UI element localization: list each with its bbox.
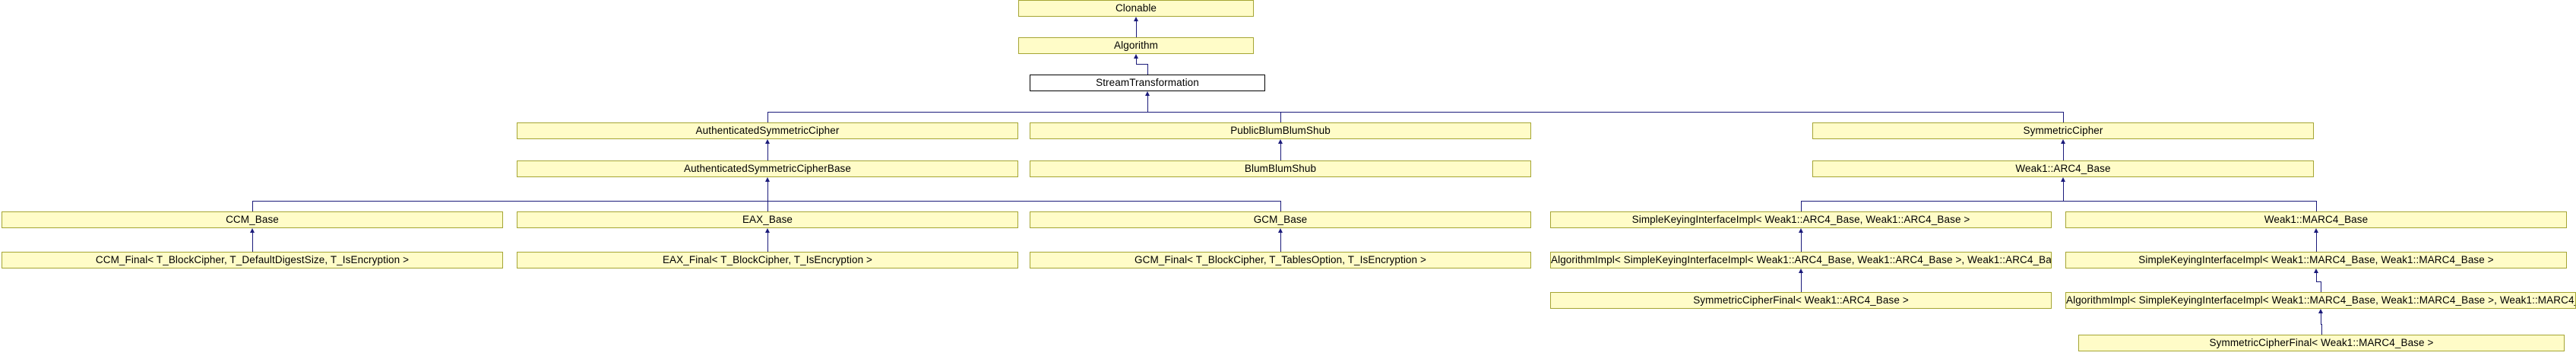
class-node-ccmfinal[interactable]: CCM_Final< T_BlockCipher, T_DefaultDiges… [2, 252, 503, 268]
inheritance-arrowhead-icon [2314, 228, 2318, 233]
inheritance-edge [767, 144, 768, 160]
class-node-symfinal_arc4[interactable]: SymmetricCipherFinal< Weak1::ARC4_Base > [1550, 292, 2052, 309]
inheritance-arrowhead-icon [1799, 228, 1803, 233]
class-node-marc4base[interactable]: Weak1::MARC4_Base [2065, 211, 2567, 228]
inheritance-edge [767, 182, 768, 201]
inheritance-arrowhead-icon [2318, 309, 2323, 313]
class-node-ccmbase[interactable]: CCM_Base [2, 211, 503, 228]
inheritance-edge [252, 233, 253, 252]
inheritance-arrowhead-icon [2061, 139, 2065, 144]
inheritance-edge [1136, 59, 1137, 64]
inheritance-arrowhead-icon [765, 139, 770, 144]
inheritance-arrowhead-icon [1278, 228, 1283, 233]
inheritance-bus [1801, 201, 2317, 202]
inheritance-bus [1136, 64, 1148, 65]
inheritance-arrowhead-icon [765, 228, 770, 233]
inheritance-edge [1280, 201, 1281, 211]
class-node-eaxbase[interactable]: EAX_Base [517, 211, 1018, 228]
inheritance-arrowhead-icon [1134, 17, 1138, 21]
inheritance-arrowhead-icon [2061, 177, 2065, 182]
inheritance-arrowhead-icon [2314, 268, 2318, 273]
inheritance-bus [767, 112, 2064, 113]
class-node-symfinal_marc4[interactable]: SymmetricCipherFinal< Weak1::MARC4_Base … [2078, 335, 2565, 351]
inheritance-arrowhead-icon [1145, 91, 1150, 96]
inheritance-edge [1136, 21, 1137, 37]
class-node-authsymcipher[interactable]: AuthenticatedSymmetricCipher [517, 122, 1018, 139]
inheritance-arrowhead-icon [1134, 54, 1138, 59]
inheritance-edge [2316, 201, 2317, 211]
class-node-authsymcipherbase[interactable]: AuthenticatedSymmetricCipherBase [517, 160, 1018, 177]
inheritance-edge [767, 233, 768, 252]
class-node-clonable[interactable]: Clonable [1018, 0, 1254, 17]
class-node-algimpl_arc4[interactable]: AlgorithmImpl< SimpleKeyingInterfaceImpl… [1550, 252, 2052, 268]
class-node-algorithm[interactable]: Algorithm [1018, 37, 1254, 54]
inheritance-edge [2321, 324, 2322, 335]
inheritance-edge [2063, 182, 2064, 201]
class-node-symmetriccipher[interactable]: SymmetricCipher [1812, 122, 2314, 139]
inheritance-edge [1147, 64, 1148, 75]
inheritance-edge [1280, 144, 1281, 160]
inheritance-edge [767, 201, 768, 211]
inheritance-edge [1801, 233, 1802, 252]
inheritance-edge [2316, 273, 2317, 281]
inheritance-arrowhead-icon [250, 228, 255, 233]
inheritance-bus [252, 201, 1281, 202]
class-node-algimpl_marc4[interactable]: AlgorithmImpl< SimpleKeyingInterfaceImpl… [2065, 292, 2576, 309]
class-node-blumblumshub[interactable]: BlumBlumShub [1030, 160, 1531, 177]
inheritance-edge [1801, 273, 1802, 292]
inheritance-edge [2063, 144, 2064, 160]
class-node-publicblumblumshub[interactable]: PublicBlumBlumShub [1030, 122, 1531, 139]
inheritance-edge [1280, 233, 1281, 252]
class-node-gcmbase[interactable]: GCM_Base [1030, 211, 1531, 228]
inheritance-edge [1147, 96, 1148, 112]
inheritance-edge [2316, 233, 2317, 252]
inheritance-edge [252, 201, 253, 211]
class-node-ski_arc4[interactable]: SimpleKeyingInterfaceImpl< Weak1::ARC4_B… [1550, 211, 2052, 228]
inheritance-edge [2063, 112, 2064, 122]
class-node-gcmfinal[interactable]: GCM_Final< T_BlockCipher, T_TablesOption… [1030, 252, 1531, 268]
inheritance-bus [2316, 281, 2321, 282]
class-node-ski_marc4[interactable]: SimpleKeyingInterfaceImpl< Weak1::MARC4_… [2065, 252, 2567, 268]
class-node-arc4base[interactable]: Weak1::ARC4_Base [1812, 160, 2314, 177]
inheritance-edge [767, 112, 768, 122]
inheritance-edge [1280, 112, 1281, 122]
class-node-streamtransformation[interactable]: StreamTransformation [1030, 75, 1265, 91]
inheritance-edge [1801, 201, 1802, 211]
class-node-eaxfinal[interactable]: EAX_Final< T_BlockCipher, T_IsEncryption… [517, 252, 1018, 268]
inheritance-arrowhead-icon [1278, 139, 1283, 144]
inheritance-arrowhead-icon [765, 177, 770, 182]
inheritance-arrowhead-icon [1799, 268, 1803, 273]
